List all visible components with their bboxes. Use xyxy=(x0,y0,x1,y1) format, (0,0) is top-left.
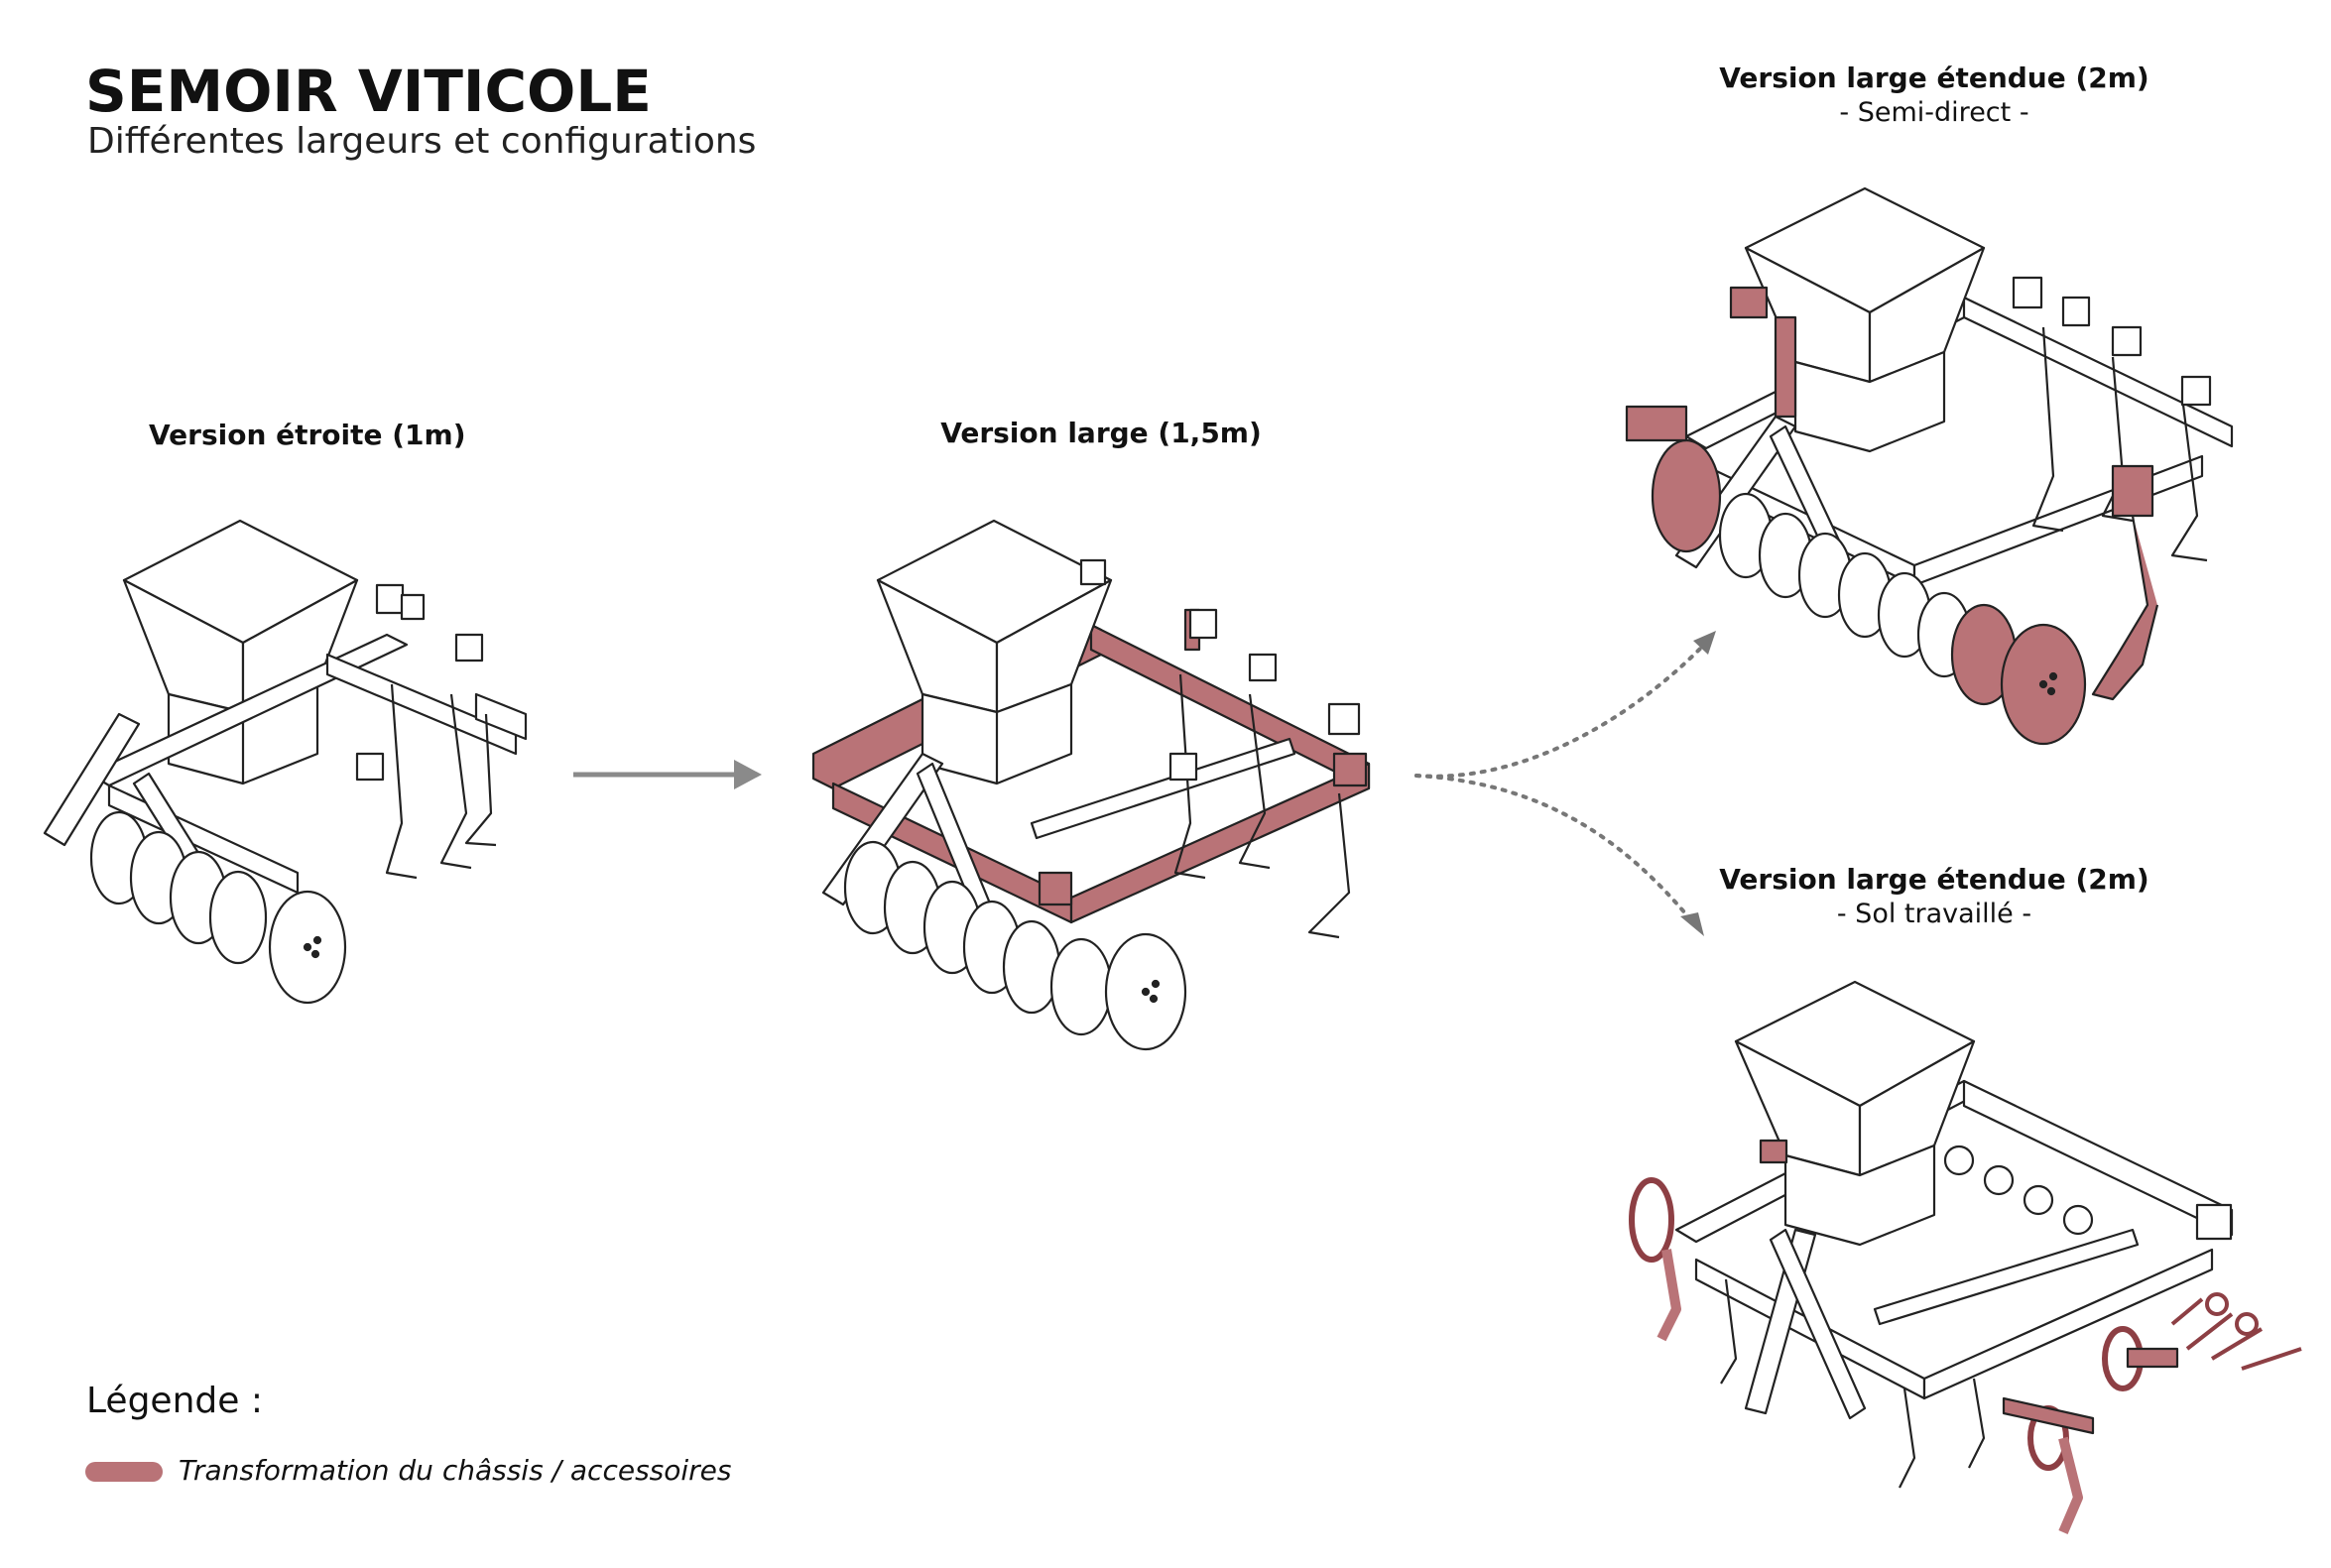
seeder-extended-direct-illustration xyxy=(1625,186,2234,746)
page-title: SEMOIR VITICOLE xyxy=(85,58,652,125)
dotted-arrowhead-tilled xyxy=(1680,912,1704,936)
seeder-wide-illustration xyxy=(811,519,1371,1051)
dotted-arrow-to-tilled xyxy=(1414,774,1693,922)
label-wide: Version large (1,5m) xyxy=(940,417,1262,449)
legend-highlight-swatch xyxy=(85,1462,163,1482)
label-extended-tilled: Version large étendue (2m) xyxy=(1719,863,2149,896)
seeder-extended-tilled-illustration xyxy=(1629,980,2302,1534)
sublabel-extended-direct: - Semi-direct - xyxy=(1839,97,2029,128)
label-narrow: Version étroite (1m) xyxy=(149,419,466,451)
sublabel-extended-tilled: - Sol travaillé - xyxy=(1836,899,2032,929)
arrow-narrow-to-wide xyxy=(573,760,762,789)
legend-item-label: Transformation du châssis / accessoires xyxy=(179,1454,732,1487)
seeder-narrow-illustration xyxy=(43,519,528,1005)
dotted-arrow-to-semi-direct xyxy=(1414,641,1708,779)
label-extended-direct: Version large étendue (2m) xyxy=(1719,61,2149,94)
dotted-arrowhead-semi-direct xyxy=(1693,631,1716,655)
page-subtitle: Différentes largeurs et configurations xyxy=(87,121,757,162)
legend-title: Légende : xyxy=(86,1381,263,1421)
